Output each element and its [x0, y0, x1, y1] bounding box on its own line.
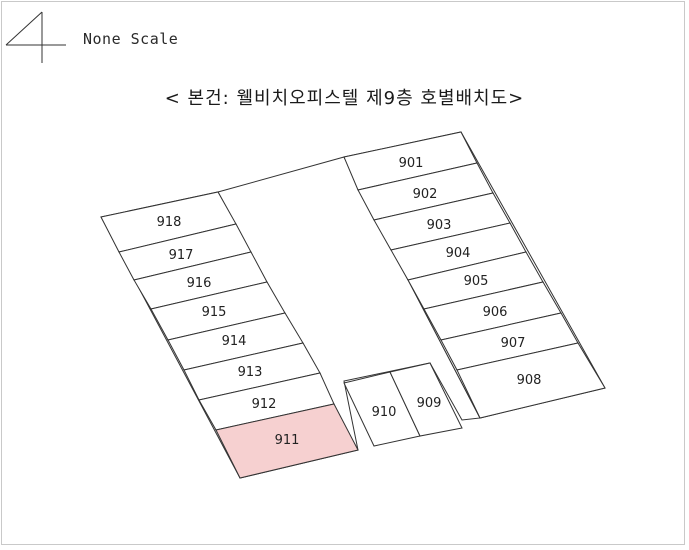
room-label-902: 902 [413, 187, 438, 202]
room-label-910: 910 [372, 405, 397, 420]
room-label-912: 912 [252, 397, 277, 412]
room-label-906: 906 [483, 305, 508, 320]
room-label-917: 917 [169, 248, 194, 263]
room-911-highlight [215, 403, 359, 479]
page-number-4 [5, 11, 66, 63]
room-label-914: 914 [222, 334, 247, 349]
room-label-911: 911 [275, 433, 300, 448]
room-label-901: 901 [399, 156, 424, 171]
room-label-905: 905 [464, 274, 489, 289]
room-label-913: 913 [238, 365, 263, 380]
room-label-909: 909 [417, 396, 442, 411]
room-label-918: 918 [157, 215, 182, 230]
room-label-908: 908 [517, 373, 542, 388]
room-label-907: 907 [501, 336, 526, 351]
room-909 [389, 362, 463, 437]
room-label-903: 903 [427, 218, 452, 233]
room-label-916: 916 [187, 276, 212, 291]
room-label-915: 915 [202, 305, 227, 320]
room-label-904: 904 [446, 246, 471, 261]
scale-label: None Scale [83, 30, 179, 48]
page-title: < 본건: 웰비치오피스텔 제9층 호별배치도> [164, 88, 525, 109]
room-908 [456, 342, 606, 419]
